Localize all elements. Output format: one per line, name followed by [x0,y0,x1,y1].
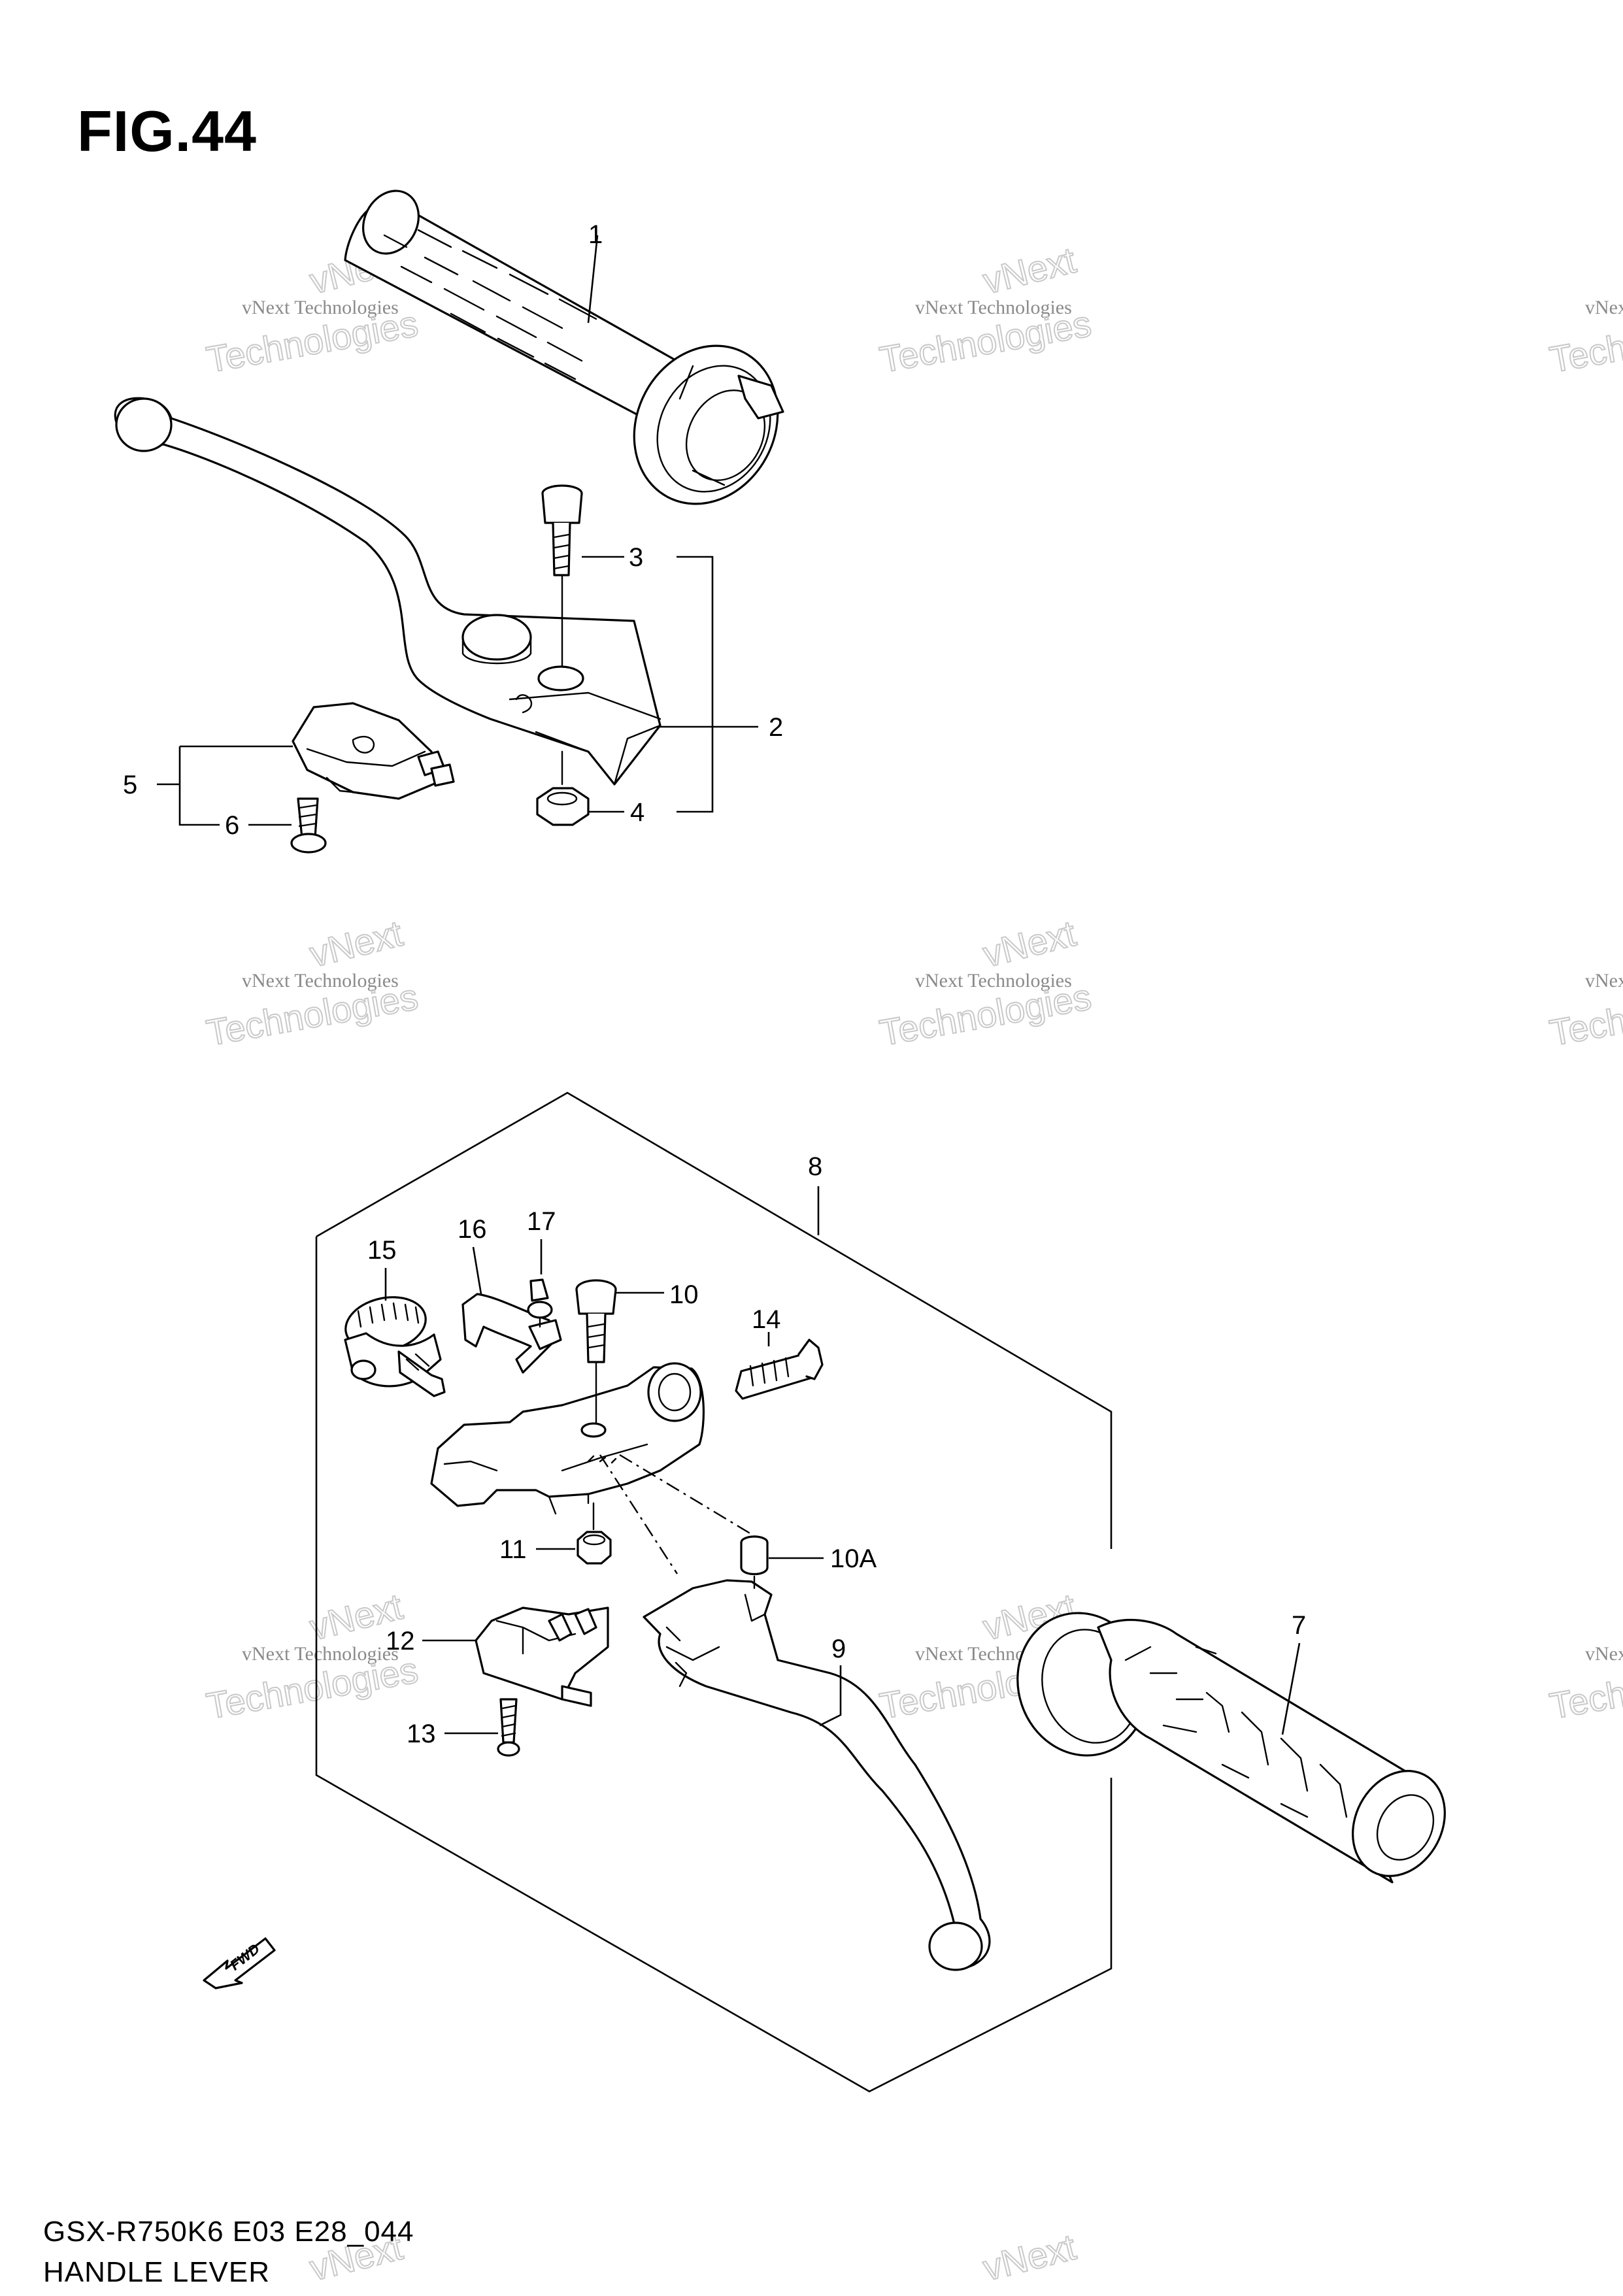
callout-9: 9 [831,1635,846,1663]
callout-7: 7 [1292,1611,1306,1640]
watermark: vNext [979,2225,1081,2289]
callout-labels: 1 3 2 5 6 4 8 15 16 17 10 14 11 10A 12 9… [123,220,1306,1748]
watermark-text: vNext Technologies [1585,297,1623,318]
fwd-arrow-icon [203,1937,276,1989]
part-11-nut [577,1502,612,1565]
watermark-text: vNext Technologies [915,970,1072,991]
callout-6: 6 [225,811,239,840]
callout-14: 14 [752,1305,781,1334]
part-10-pivot-bolt [575,1279,617,1425]
callout-3: 3 [629,543,643,572]
callout-16: 16 [458,1215,487,1244]
watermark-text: vNext Technologies [915,297,1072,318]
watermark: vNext Technologies vNext Technologies [876,912,1095,1054]
watermark-text: vNext Technologies [242,1643,399,1665]
figure-title: FIG.44 [77,99,257,163]
callout-12: 12 [386,1627,415,1655]
watermark: vNext Technologies Technologies [1546,297,1623,381]
part-13-screw [497,1698,520,1757]
model-code: GSX-R750K6 E03 E28_044 [43,2216,414,2248]
watermark-outline: vNext [979,239,1080,302]
callout-10: 10 [669,1280,699,1309]
watermark: vNext Technologies Technologies [1546,1643,1623,1727]
watermark-outline: vNext [979,912,1080,975]
watermark-outline: vNext [979,2226,1080,2289]
watermark-text: vNext Technologies [1585,1643,1623,1665]
callout-4: 4 [630,798,644,827]
watermark: vNext Technologies vNext Technologies [203,912,422,1054]
callout-8: 8 [808,1152,822,1181]
watermark: vNext Technologies vNext Technologies [203,1585,422,1727]
watermark: vNext Technologies Technologies [1546,970,1623,1054]
leader-lines-bottom [384,1239,1301,1735]
part-14-bolt [735,1339,824,1400]
part-4-nut [536,750,590,826]
part-17-small-screw [527,1278,553,1328]
watermark-text: vNext Technologies [242,297,399,318]
part-9-clutch-lever [643,1579,991,1971]
part-2-brake-lever [114,397,661,786]
part-10a-collar [740,1535,769,1589]
part-6-screw [290,797,327,854]
callout-15: 15 [367,1236,397,1265]
part-12-clutch-switch [475,1606,609,1707]
callout-1: 1 [588,220,603,249]
fwd-direction-badge: FWD [203,1937,276,1989]
callout-10a: 10A [830,1544,877,1573]
leader-lines-top [157,235,758,826]
part-3-pivot-bolt [541,484,583,668]
part-8-assembly-boundary [315,1091,1113,2093]
callout-11: 11 [499,1535,527,1564]
watermark-text: vNext Technologies [242,970,399,991]
callout-2: 2 [769,713,783,742]
watermark: vNext Technologies vNext Technologies [876,239,1095,381]
part-15-adjuster-knob [344,1296,446,1397]
watermark-layer: vNext Technologies vNext Technologies vN… [203,239,1623,2289]
watermark-outline: vNext [306,912,407,975]
lever-bracket [430,1362,705,1515]
callout-5: 5 [123,771,137,799]
callout-17: 17 [527,1207,556,1236]
part-1-throttle-grip [344,190,784,505]
part-5-front-brake-switch [292,702,455,800]
part-7-left-grip [1016,1612,1446,1884]
callout-13: 13 [407,1720,436,1748]
figure-name: HANDLE LEVER [43,2256,271,2288]
part-16-spring-clip [461,1293,562,1374]
pivot-alignment-lines [599,1454,755,1574]
watermark-text: vNext Technologies [1585,970,1623,991]
